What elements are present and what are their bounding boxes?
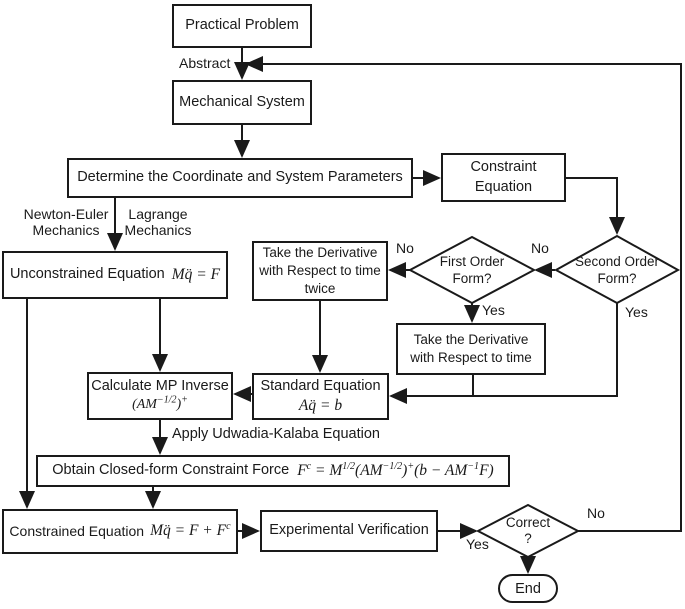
decision-first-order: First Order Form? (412, 253, 532, 287)
node-label-line1: Constraint (470, 159, 537, 176)
node-mechanical-system: Mechanical System (172, 80, 312, 125)
decision-label-line1: Second Order (574, 254, 660, 269)
edge-second-order-yes-to-standard (389, 303, 618, 404)
decision-first-order-shape (407, 235, 537, 305)
edge-label-yes-second: Yes (625, 304, 648, 320)
node-label: Take the Derivative with Respect to time… (259, 245, 381, 296)
edge-label-no-correct: No (587, 505, 605, 521)
node-derivative-twice: Take the Derivative with Respect to time… (252, 241, 388, 301)
node-end: End (498, 574, 558, 603)
standard-formula: Aq̈ = b (298, 396, 343, 414)
node-label: Obtain Closed-form Constraint Force (52, 462, 290, 479)
decision-second-order-shape (553, 234, 681, 305)
node-determine-parameters: Determine the Coordinate and System Para… (67, 158, 413, 198)
edge-label-abstract: Abstract (179, 55, 231, 71)
unconstrained-formula: Mq̈ = F (171, 265, 221, 283)
constrained-formula: Mq̈ = F + Fc (150, 521, 231, 540)
node-practical-problem: Practical Problem (172, 4, 312, 48)
node-label: Mechanical System (179, 93, 305, 110)
node-constraint-equation: Constraint Equation (441, 153, 566, 202)
node-label-line2: Equation (474, 178, 533, 195)
decision-label-line1: Correct (505, 515, 551, 530)
node-constrained-equation: Constrained Equation Mq̈ = F + Fc (2, 509, 238, 554)
edge-label-newton-euler: Newton-Euler Mechanics (23, 206, 109, 238)
node-derivative-once: Take the Derivative with Respect to time (396, 323, 546, 375)
constraint-force-formula: Fc = M1/2(AM−1/2)+(b − AM−1F) (297, 460, 494, 479)
decision-correct: Correct ? (488, 515, 568, 547)
node-label: End (515, 580, 541, 597)
edge-label-apply-udwadia-kalaba: Apply Udwadia-Kalaba Equation (172, 426, 380, 442)
decision-correct-shape (475, 503, 581, 559)
edge-correct-no-feedback (245, 56, 682, 532)
node-standard-equation: Standard Equation Aq̈ = b (252, 373, 389, 420)
node-mp-inverse: Calculate MP Inverse (AM−1/2)+ (87, 372, 233, 420)
edge-label-lagrange: Lagrange Mechanics (124, 206, 192, 238)
node-unconstrained-equation: Unconstrained Equation Mq̈ = F (2, 251, 228, 299)
node-label: Constrained Equation (9, 523, 145, 540)
decision-label-line2: Form? (452, 271, 492, 286)
node-label: Unconstrained Equation (9, 266, 165, 283)
node-label: Determine the Coordinate and System Para… (77, 169, 403, 186)
decision-label-line2: ? (524, 531, 532, 546)
decision-label-line2: Form? (597, 271, 637, 286)
node-label: Calculate MP Inverse (91, 378, 229, 395)
decision-label-line1: First Order (439, 254, 505, 269)
node-label: Take the Derivative with Respect to time (410, 332, 532, 365)
node-label: Standard Equation (260, 377, 381, 394)
edge-constraint-to-second-order (566, 177, 625, 235)
node-label: Practical Problem (185, 17, 299, 34)
node-obtain-constraint-force: Obtain Closed-form Constraint Force Fc =… (36, 455, 510, 487)
node-label: Experimental Verification (269, 522, 429, 539)
decision-second-order: Second Order Form? (557, 253, 677, 287)
node-experimental-verification: Experimental Verification (260, 510, 438, 552)
mp-inverse-formula: (AM−1/2)+ (132, 394, 188, 413)
edge-label-yes-first: Yes (482, 302, 505, 318)
edge-label-no-second: No (531, 240, 549, 256)
edge-label-no-first: No (396, 240, 414, 256)
edge-label-yes-correct: Yes (466, 536, 489, 552)
